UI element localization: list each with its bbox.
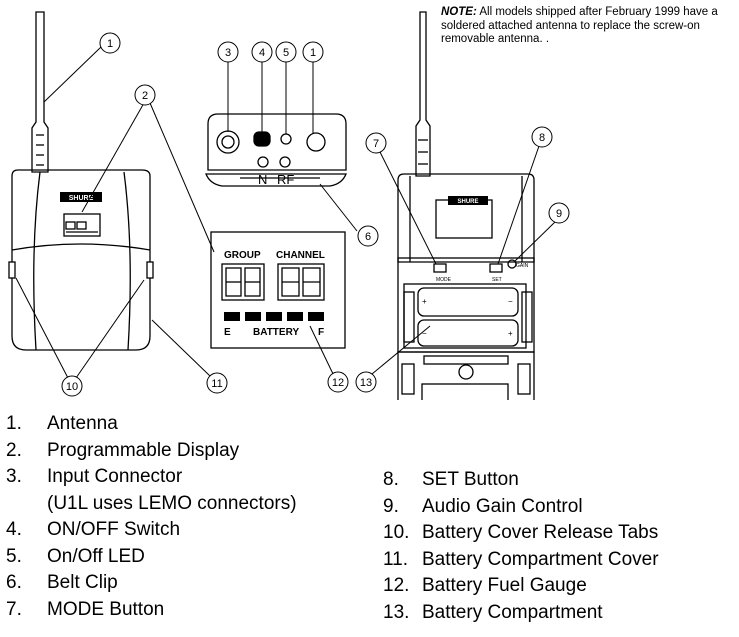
callout-9-gain-control: 9 (548, 202, 570, 224)
front-view (8, 11, 154, 351)
battery-bottom (417, 319, 519, 347)
callout-8-set-button: 8 (531, 126, 553, 148)
front-release-tab-left (8, 261, 16, 279)
legend-item: 5.On/Off LED (6, 545, 145, 567)
svg-text:−: − (422, 329, 427, 338)
svg-text:5: 5 (283, 47, 289, 59)
mode-label: MODE (436, 277, 452, 283)
legend-item: 2.Programmable Display (6, 439, 240, 461)
gain-control (507, 259, 517, 269)
front-antenna (31, 11, 49, 173)
front-release-tab-right (146, 261, 154, 279)
callout-12-fuel-gauge: 12 (327, 371, 349, 393)
callout-4-on-off-switch: 4 (251, 41, 273, 63)
svg-text:10: 10 (66, 381, 78, 393)
mode-button (433, 263, 447, 273)
top-body (207, 113, 347, 171)
belt-clip (205, 173, 347, 187)
svg-text:+: + (422, 297, 427, 306)
svg-text:9: 9 (556, 208, 562, 220)
callout-2-display: 2 (134, 84, 156, 106)
battery-fuel-gauge (224, 312, 324, 321)
open-cover (397, 351, 535, 400)
callout-13-compartment: 13 (355, 371, 377, 393)
note: NOTE: All models shipped after February … (441, 6, 737, 47)
legend-item: 9.Audio Gain Control (383, 495, 583, 517)
svg-text:12: 12 (332, 377, 344, 389)
callout-1-antenna: 1 (99, 32, 121, 54)
open-body (397, 173, 535, 263)
rf-label: RF (277, 172, 294, 187)
full-label: F (318, 327, 324, 338)
svg-text:2: 2 (142, 90, 148, 102)
channel-label: CHANNEL (276, 250, 325, 261)
on-off-switch (253, 131, 271, 147)
callout-7-mode-button: 7 (365, 132, 387, 154)
open-antenna (415, 11, 431, 177)
set-label: SET (492, 277, 502, 283)
front-cover-line (11, 243, 151, 251)
note-label: NOTE: (441, 6, 477, 18)
svg-text:4: 4 (259, 47, 265, 59)
legend-item: 12.Battery Fuel Gauge (383, 575, 587, 596)
transmitter-diagram: SHURE N RF GR (8, 11, 570, 400)
front-body (11, 169, 151, 351)
legend-item: 1.Antenna (6, 413, 118, 434)
legend-item: 10.Battery Cover Release Tabs (383, 522, 659, 543)
svg-text:11: 11 (211, 378, 222, 390)
svg-text:+: + (508, 329, 513, 338)
on-label: N (258, 172, 267, 187)
front-brand: SHURE (69, 195, 94, 202)
legend-item: 8.SET Button (383, 469, 519, 490)
svg-text:7: 7 (373, 138, 379, 150)
svg-text:−: − (508, 297, 513, 306)
leader-lines (15, 46, 557, 379)
callout-10-release-tabs: 10 (61, 375, 83, 397)
display-frame (210, 231, 346, 349)
legend-left: 1.Antenna 2.Programmable Display 3.Input… (6, 411, 297, 623)
legend-item: 6.Belt Clip (6, 572, 118, 593)
callout-5-on-off-led: 5 (275, 41, 297, 63)
legend-item: 3.Input Connector (6, 466, 183, 487)
top-antenna-base (306, 132, 326, 152)
legend-item: 11.Battery Compartment Cover (383, 548, 659, 570)
svg-text:6: 6 (365, 231, 371, 243)
svg-text:1: 1 (107, 38, 113, 50)
top-view (205, 113, 347, 187)
svg-text:1: 1 (310, 47, 316, 59)
svg-text:8: 8 (539, 132, 545, 144)
legend-item: 7.MODE Button (6, 598, 165, 620)
legend-item: 13.Battery Compartment (383, 601, 603, 623)
open-view (397, 11, 535, 400)
group-label: GROUP (224, 250, 261, 261)
empty-label: E (224, 327, 231, 338)
legend-item: (U1L uses LEMO connectors) (47, 492, 297, 514)
on-off-led (280, 133, 292, 145)
svg-text:13: 13 (360, 377, 372, 389)
open-brand: SHURE (457, 199, 478, 205)
svg-text:3: 3 (225, 47, 231, 59)
gain-label: GAIN (516, 263, 529, 269)
set-button (489, 263, 503, 273)
battery-label: BATTERY (253, 327, 299, 338)
callout-11-cover: 11 (206, 372, 228, 394)
legend-right: 8.SET Button 9.Audio Gain Control 10.Bat… (383, 467, 659, 626)
battery-top (417, 287, 519, 317)
callout-1-top-antenna: 1 (302, 41, 324, 63)
input-connector (216, 130, 240, 154)
note-text: All models shipped after February 1999 h… (441, 6, 718, 45)
callout-3-input-connector: 3 (217, 41, 239, 63)
legend-item: 4.ON/OFF Switch (6, 519, 181, 540)
display-detail (210, 231, 346, 349)
callout-6-belt-clip: 6 (357, 225, 379, 247)
